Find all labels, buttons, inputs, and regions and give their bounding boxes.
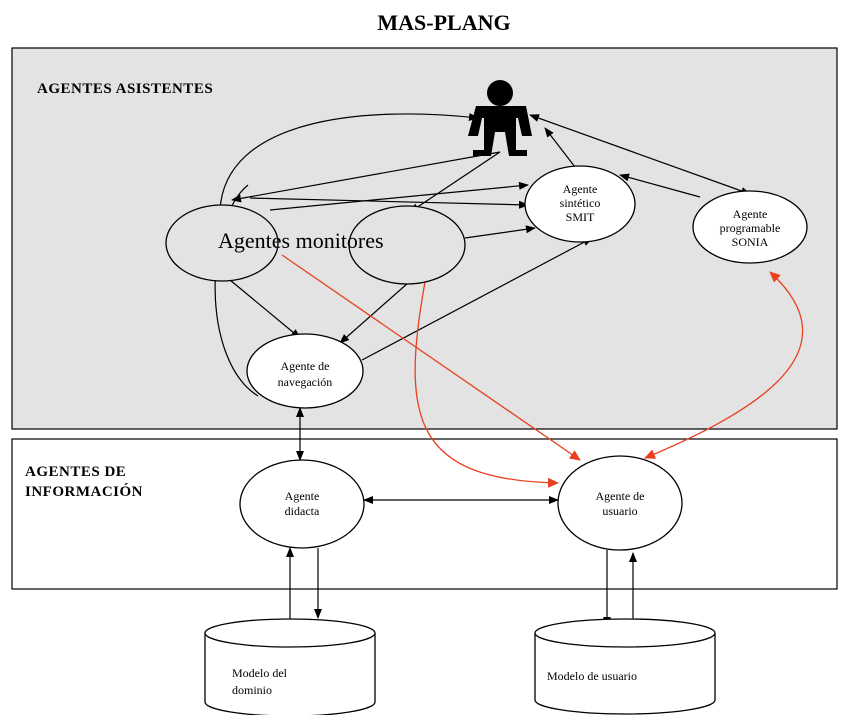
database-dominio: Modelo del dominio [204, 618, 376, 715]
node-didacta: Agente didacta [239, 459, 365, 549]
monitores-label: Agentes monitores [218, 228, 384, 253]
programable-label-2: programable [720, 221, 781, 235]
node-usuario: Agente de usuario [557, 455, 683, 551]
usuario-label-2: usuario [602, 504, 637, 518]
dominio-label-2: dominio [232, 683, 272, 697]
didacta-label-2: didacta [285, 504, 320, 518]
node-programable: Agente programable SONIA [692, 190, 808, 264]
node-monitores: Agentes monitores [165, 204, 466, 285]
sintetico-label-3: SMIT [566, 210, 595, 224]
navegacion-label-1: Agente de [281, 359, 330, 373]
information-section-title-line1: AGENTES DE [25, 464, 126, 480]
node-sintetico: Agente sintético SMIT [524, 165, 636, 243]
black-connectors [214, 113, 751, 630]
usuario-label-1: Agente de [596, 489, 645, 503]
dominio-label-1: Modelo del [232, 666, 288, 680]
navegacion-label-2: navegación [278, 375, 333, 389]
diagram-title: MAS-PLANG [377, 10, 510, 35]
red-connectors [281, 254, 804, 488]
assistants-section-title: AGENTES ASISTENTES [37, 81, 213, 97]
programable-label-3: SONIA [732, 235, 769, 249]
person-icon [468, 80, 532, 156]
information-section-title-line2: INFORMACIÓN [25, 483, 143, 500]
didacta-label-1: Agente [285, 489, 320, 503]
information-panel [11, 438, 838, 590]
usuario-db-label: Modelo de usuario [547, 669, 637, 683]
programable-label-1: Agente [733, 207, 768, 221]
node-navegacion: Agente de navegación [246, 333, 364, 409]
database-usuario: Modelo de usuario [534, 618, 716, 715]
sintetico-label-1: Agente [563, 182, 598, 196]
sintetico-label-2: sintético [560, 196, 601, 210]
